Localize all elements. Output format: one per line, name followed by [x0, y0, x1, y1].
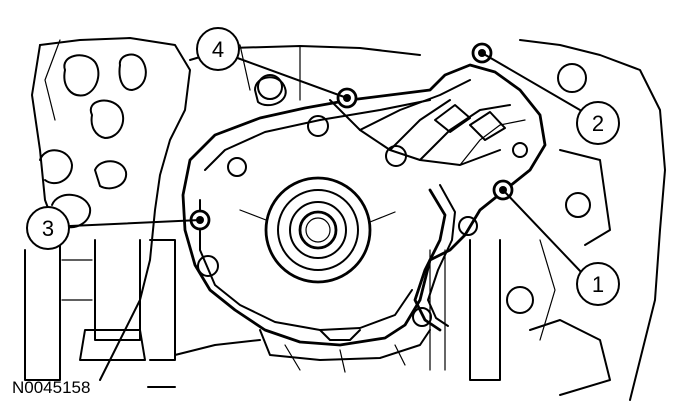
leader-line-4 — [231, 55, 348, 99]
callout-2-label: 2 — [592, 111, 604, 136]
figure-reference-code: N0045158 — [12, 378, 90, 397]
leader-line-3 — [69, 219, 201, 227]
leader-line-2 — [481, 52, 581, 111]
leader-lines — [69, 52, 583, 388]
callout-4-label: 4 — [212, 37, 224, 62]
callout-1: 1 — [576, 262, 620, 306]
bolts — [189, 42, 514, 231]
oil-pump-body — [174, 63, 547, 373]
callout-4: 4 — [196, 27, 240, 71]
crankshaft-seal — [239, 176, 396, 284]
callout-3: 3 — [26, 206, 70, 250]
callout-2: 2 — [576, 101, 620, 145]
leader-line-1 — [502, 189, 583, 274]
engine-block-outline — [24, 37, 666, 401]
callout-1-label: 1 — [592, 272, 604, 297]
callout-3-label: 3 — [42, 216, 54, 241]
